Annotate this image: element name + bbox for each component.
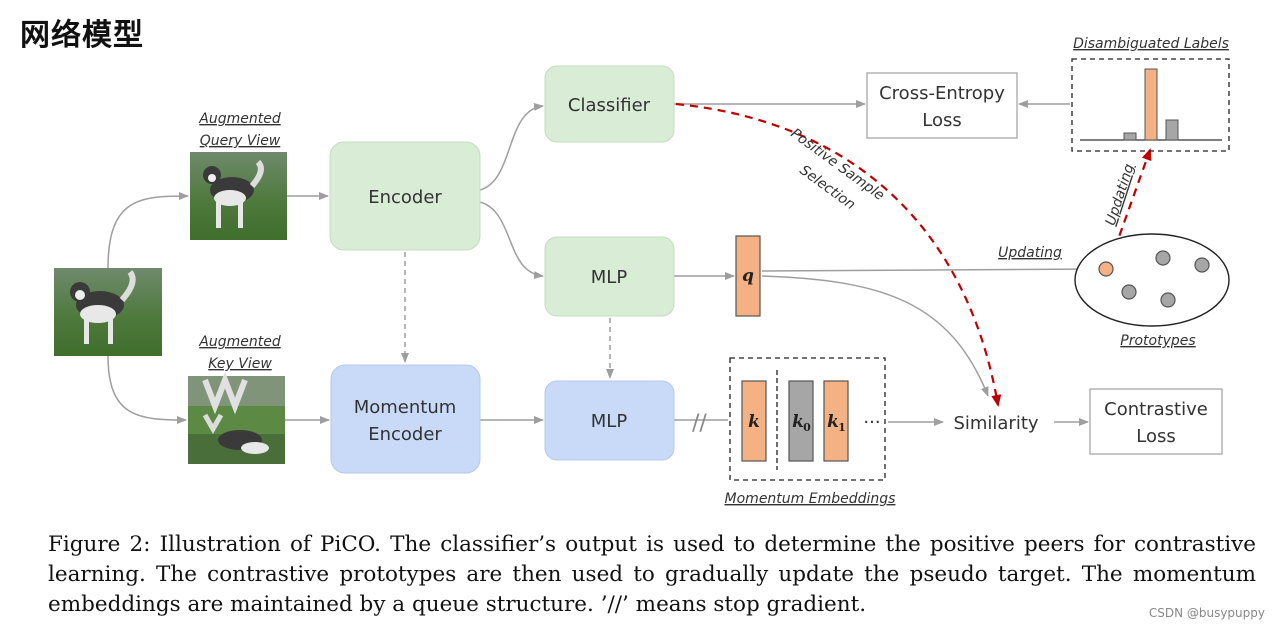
watermark: CSDN @busypuppy [1148, 606, 1265, 620]
updating-horizontal-label: Updating [998, 245, 1062, 261]
k1-vector: k 1 [823, 380, 849, 462]
stop-gradient-mark: // [692, 411, 707, 436]
query-view-image [190, 152, 287, 240]
q-vector: q [735, 235, 761, 317]
queue-ellipsis: ··· [863, 412, 880, 433]
k-vector: k [741, 380, 767, 462]
mlp-bottom-box: MLP [544, 380, 675, 461]
k1-subscript: 1 [838, 421, 846, 434]
classifier-label: Classifier [568, 95, 651, 116]
encoder-label: Encoder [368, 187, 442, 208]
momentum-embeddings-title: Momentum Embeddings [725, 491, 896, 507]
ce-label-1: Cross-Entropy [879, 83, 1005, 104]
query-view-label-2: Query View [200, 133, 281, 149]
contrastive-loss-box: Contrastive Loss [1089, 388, 1223, 455]
pico-diagram: Classifier Encoder MLP Momentum Encoder … [54, 36, 1230, 507]
page-heading: 网络模型 [20, 18, 144, 53]
mlp-bottom-label: MLP [591, 411, 628, 432]
classifier-box: Classifier [544, 65, 675, 143]
mlp-top-box: MLP [544, 236, 675, 317]
key-view-image [188, 371, 285, 464]
key-view-label-2: Key View [208, 356, 272, 372]
updating-vertical-label: Updating [1103, 162, 1138, 228]
disambiguated-labels-title: Disambiguated Labels [1073, 36, 1229, 52]
query-view-label-1: Augmented [198, 111, 281, 127]
encoder-box: Encoder [329, 141, 481, 251]
k0-subscript: 0 [803, 421, 811, 434]
momentum-label-2: Encoder [368, 424, 442, 445]
cross-entropy-loss-box: Cross-Entropy Loss [866, 72, 1018, 139]
key-view-label-1: Augmented [198, 334, 281, 350]
input-image [54, 268, 162, 356]
ce-label-2: Loss [922, 110, 961, 131]
disambiguated-labels-frame [1071, 58, 1230, 152]
mlp-top-label: MLP [591, 267, 628, 288]
momentum-encoder-box: Momentum Encoder [330, 364, 481, 474]
label-bar-3 [1165, 119, 1179, 141]
k-label: k [748, 412, 760, 432]
k0-label: k [792, 412, 804, 432]
momentum-embeddings-frame [729, 357, 886, 481]
similarity-label: Similarity [953, 413, 1038, 434]
prototypes-title: Prototypes [1120, 333, 1195, 349]
momentum-label-1: Momentum [354, 397, 457, 418]
label-bar-1 [1123, 132, 1137, 141]
figure-caption: Figure 2: Illustration of PiCO. The clas… [48, 532, 1256, 617]
label-bar-2 [1144, 68, 1158, 141]
cl-label-2: Loss [1136, 426, 1175, 447]
cl-label-1: Contrastive [1104, 399, 1208, 420]
q-label: q [742, 266, 754, 286]
prototypes-ellipse [1074, 233, 1230, 327]
k0-vector: k 0 [788, 380, 814, 462]
k1-label: k [827, 412, 839, 432]
